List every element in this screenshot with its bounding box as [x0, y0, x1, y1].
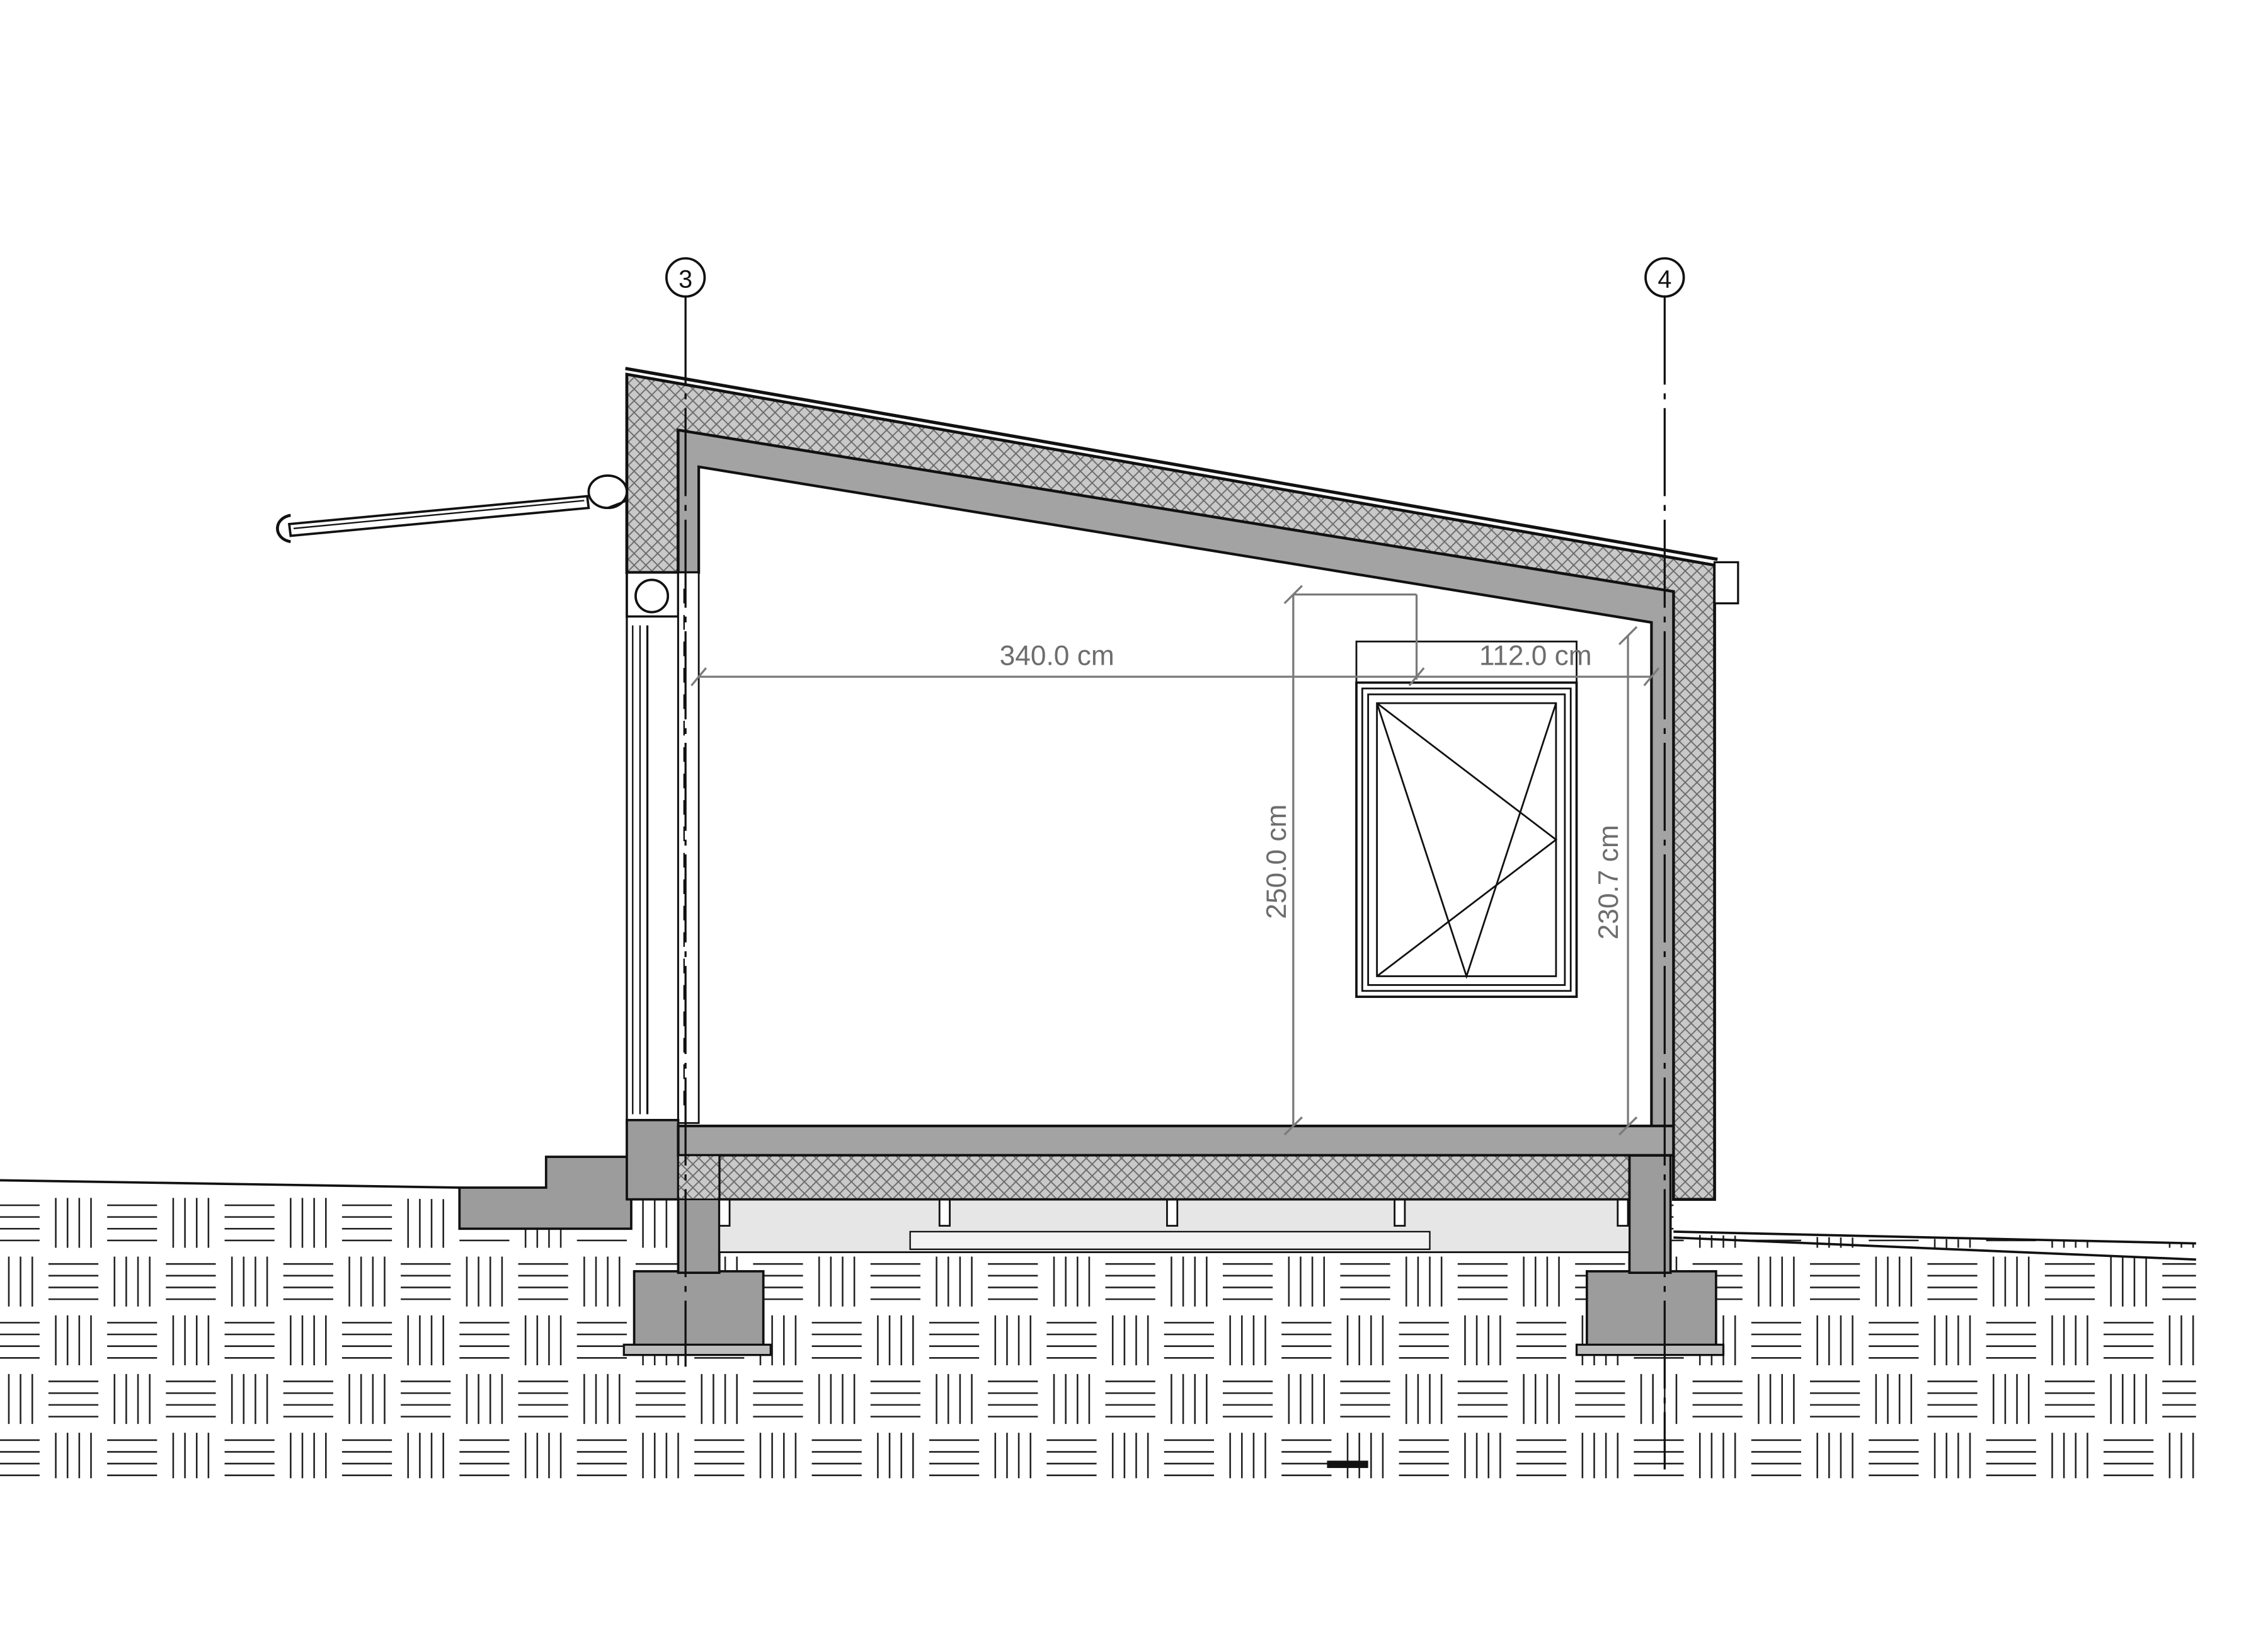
grid-line-3-label: 3	[679, 266, 692, 294]
left-footing	[622, 1270, 772, 1356]
grid-line-4-label: 4	[1658, 266, 1671, 294]
roof-edge-trim	[1713, 561, 1739, 605]
dim-ceiling-height-high-label: 250.0 cm	[1261, 805, 1292, 919]
ground-slab-strip	[909, 1230, 1431, 1251]
dim-window-offset-label: 112.0 cm	[1479, 640, 1592, 671]
scale-marker	[1327, 1460, 1368, 1469]
floor-insulation	[718, 1154, 1631, 1201]
entrance-steps	[458, 1155, 633, 1230]
grid-line-4: 4	[1644, 257, 1685, 1470]
ground-surface-line	[0, 1179, 2196, 1261]
awning	[276, 474, 628, 544]
grid-line-3: 3	[665, 257, 706, 1367]
dim-ceiling-height-low-label: 230.7 cm	[1593, 825, 1624, 939]
window	[1355, 640, 1578, 998]
floor-finish	[677, 1125, 1675, 1157]
left-glazed-wall	[626, 571, 700, 1125]
dim-interior-width-label: 340.0 cm	[1000, 640, 1114, 671]
floor-joists	[718, 1198, 1629, 1227]
roof-membrane	[625, 367, 1718, 561]
awning-roller-icon	[634, 578, 670, 614]
dimension-lines	[690, 585, 1660, 1136]
right-footing	[1575, 1270, 1725, 1356]
floor-edge-left	[677, 1154, 721, 1201]
left-wall-base	[626, 1118, 680, 1201]
